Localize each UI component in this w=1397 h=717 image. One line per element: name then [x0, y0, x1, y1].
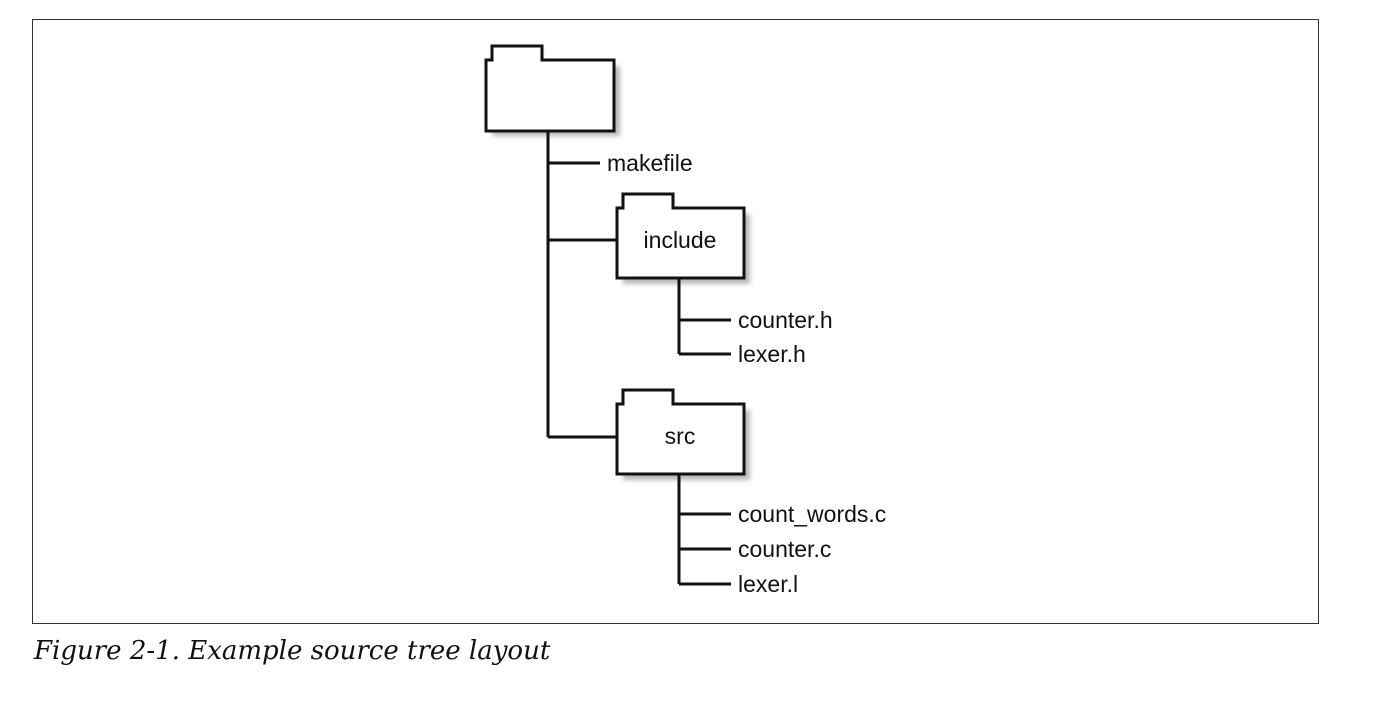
file-label-counter-c: counter.c [738, 536, 831, 562]
file-label-counter-h: counter.h [738, 307, 833, 333]
figure-frame [32, 19, 1319, 624]
file-label-lexer-l: lexer.l [738, 571, 798, 597]
root-connectors [546, 131, 617, 439]
file-label-makefile: makefile [607, 150, 693, 176]
src-connectors [677, 474, 731, 586]
figure-caption: Figure 2-1. Example source tree layout [34, 636, 551, 666]
file-label-lexer-h: lexer.h [738, 341, 806, 367]
include-connectors [677, 278, 731, 356]
file-label-count-words-c: count_words.c [738, 501, 886, 527]
root-folder-icon [484, 44, 620, 136]
folder-icon-src: src [615, 388, 750, 480]
folder-icon-include: include [615, 192, 750, 284]
folder-label-include: include [644, 227, 717, 253]
folder-label-src: src [665, 423, 696, 449]
